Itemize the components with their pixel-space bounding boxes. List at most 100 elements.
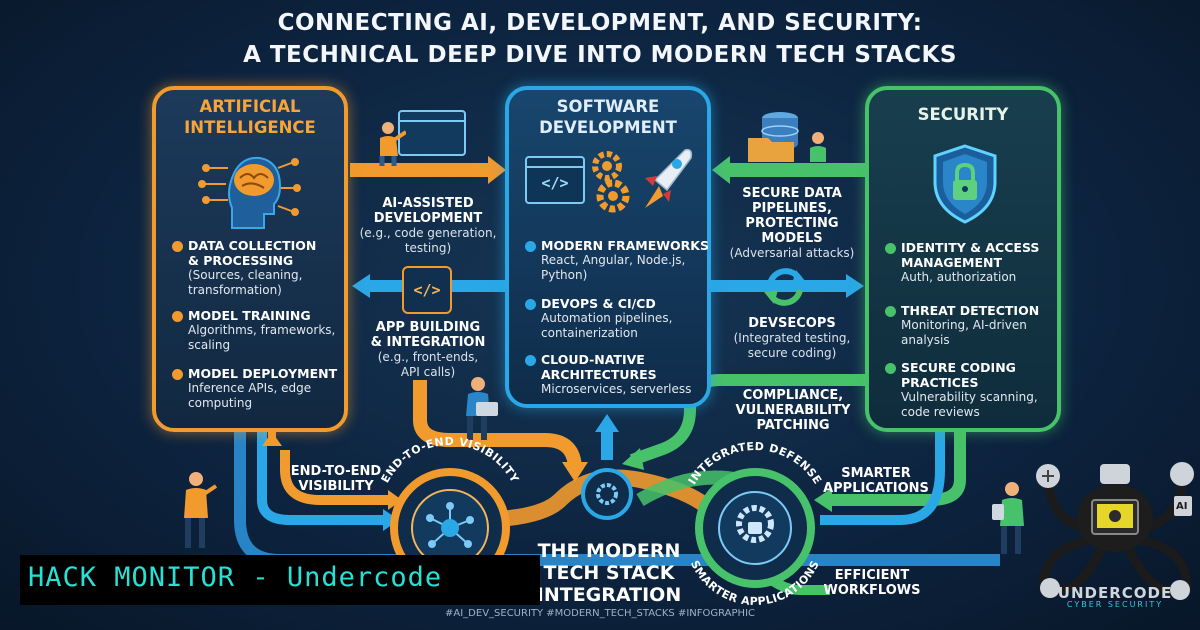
center-title-line: INTEGRATION [536, 584, 682, 606]
label-heading: EFFICIENT [834, 568, 910, 583]
label-smarter-applications: SMARTER APPLICATIONS [822, 466, 930, 496]
database-folder-icon [748, 112, 826, 162]
page-title-line1: CONNECTING AI, DEVELOPMENT, AND SECURITY… [277, 10, 923, 36]
label-desc: (e.g., front-ends, [377, 350, 479, 364]
undercode-octopus-logo [1036, 462, 1194, 600]
label-heading: PATCHING [756, 418, 830, 433]
logo-ai-badge: AI [1176, 501, 1188, 512]
sec-item-desc: code reviews [901, 405, 980, 419]
bullet-dot [525, 355, 536, 366]
sec-item-heading: MANAGEMENT [901, 255, 1003, 270]
label-heading: COMPLIANCE, [742, 388, 844, 403]
sd-item-desc: Python) [541, 268, 588, 282]
panel-security: SECURITY IDENTITY & ACCESS MANAGEMENT Au… [865, 86, 1061, 432]
person-laptop-icon [466, 377, 498, 440]
panel-title-ai-line1: ARTIFICIAL [199, 97, 301, 116]
panel-title-ai-line2: INTELLIGENCE [184, 118, 316, 137]
label-heading: PIPELINES, [752, 201, 832, 216]
bullet-dot [172, 241, 183, 252]
bullet-dot [885, 243, 896, 254]
ai-item-desc: scaling [188, 338, 231, 352]
sd-item-desc: Automation pipelines, [541, 311, 673, 325]
page-title-line2: A TECHNICAL DEEP DIVE INTO MODERN TECH S… [243, 42, 957, 68]
person-tablet-icon [992, 482, 1024, 554]
label-desc: testing) [404, 241, 452, 255]
gears-icon [592, 151, 630, 213]
label-app-building-integration: APP BUILDING & INTEGRATION (e.g., front-… [356, 320, 500, 380]
panel-software-development: SOFTWARE DEVELOPMENT </> MODERN FRAMEWOR… [505, 86, 711, 408]
logo-name: UNDERCODE [1057, 584, 1173, 602]
label-devsecops: DEVSECOPS (Integrated testing, secure co… [718, 316, 866, 361]
sec-item-desc: Monitoring, AI-driven [901, 318, 1027, 332]
label-heading: END-TO-END [290, 464, 382, 479]
label-heading: & INTEGRATION [370, 335, 486, 350]
sd-item-frameworks: MODERN FRAMEWORKS React, Angular, Node.j… [541, 238, 711, 283]
label-heading: WORKFLOWS [823, 583, 921, 598]
sd-item-heading: ARCHITECTURES [541, 367, 657, 382]
ai-item-heading: & PROCESSING [188, 253, 294, 268]
hashtags: #AI_DEV_SECURITY #MODERN_TECH_STACKS #IN… [445, 608, 755, 619]
rocket-icon [645, 148, 693, 208]
center-integration-title: THE MODERN TECH STACK INTEGRATION [504, 540, 714, 606]
label-heading: SECURE DATA [742, 186, 842, 201]
person-pointing-icon [379, 122, 406, 166]
center-title-line: THE MODERN [537, 540, 681, 562]
sd-item-heading: DEVOPS & CI/CD [541, 296, 656, 311]
label-heading: DEVSECOPS [748, 316, 836, 331]
sec-item-threat-detection: THREAT DETECTION Monitoring, AI-driven a… [901, 303, 1063, 348]
code-glyph: </> [541, 174, 569, 192]
label-heading: PROTECTING MODELS [745, 216, 839, 246]
panel-title-sd: SOFTWARE DEVELOPMENT [509, 96, 707, 138]
ai-item-desc: computing [188, 396, 253, 410]
ai-item-desc: transformation) [188, 283, 282, 297]
brain-head-icon [198, 156, 301, 229]
panel-title-ai: ARTIFICIAL INTELLIGENCE [156, 96, 344, 138]
label-desc: (Integrated testing, [733, 331, 851, 345]
label-end-to-end-visibility: END-TO-END VISIBILITY [286, 464, 386, 494]
sec-item-secure-coding: SECURE CODING PRACTICES Vulnerability sc… [901, 360, 1063, 420]
ai-item-heading: MODEL TRAINING [188, 308, 311, 323]
sd-item-desc: Microservices, serverless [541, 382, 692, 396]
label-secure-data-pipelines: SECURE DATA PIPELINES, PROTECTING MODELS… [718, 186, 866, 261]
ai-item-heading: MODEL DEPLOYMENT [188, 366, 338, 381]
label-compliance: COMPLIANCE, VULNERABILITY PATCHING [722, 388, 864, 433]
sd-item-heading: MODERN FRAMEWORKS [541, 238, 709, 253]
label-efficient-workflows: EFFICIENT WORKFLOWS [822, 568, 922, 598]
watermark-banner: HACK MONITOR - Undercode [20, 555, 540, 605]
person-left-icon [184, 472, 218, 548]
ai-item-desc: (Sources, cleaning, [188, 268, 303, 282]
sec-item-heading: THREAT DETECTION [901, 303, 1040, 318]
center-gear-hub [581, 468, 633, 520]
refresh-cycle-icon [764, 268, 806, 306]
ai-item-model-deployment: MODEL DEPLOYMENT Inference APIs, edge co… [188, 366, 350, 411]
ai-item-desc: Algorithms, frameworks, [188, 323, 336, 337]
shield-lock-icon [933, 144, 997, 224]
label-desc: secure coding) [747, 346, 837, 360]
label-heading: SMARTER [841, 466, 911, 481]
ai-item-data-collection: DATA COLLECTION & PROCESSING (Sources, c… [188, 238, 348, 298]
sd-item-desc: React, Angular, Node.js, [541, 253, 686, 267]
sec-item-desc: Vulnerability scanning, [901, 390, 1038, 404]
sd-item-desc: containerization [541, 326, 638, 340]
banner-text: HACK MONITOR - Undercode [28, 562, 443, 593]
code-window-icon: </> [525, 156, 585, 204]
bullet-dot [172, 369, 183, 380]
panel-artificial-intelligence: ARTIFICIAL INTELLIGENCE DATA COLLECTION … [152, 86, 348, 432]
app-code-icon: </> [402, 266, 452, 314]
code-glyph: </> [413, 281, 441, 299]
sec-item-desc: analysis [901, 333, 950, 347]
label-heading: APPLICATIONS [823, 481, 929, 496]
bullet-dot [525, 241, 536, 252]
label-heading: AI-ASSISTED [382, 196, 474, 211]
label-heading: APP BUILDING [375, 320, 481, 335]
developer-screen-icon [398, 110, 466, 156]
center-title-line: TECH STACK [543, 562, 675, 584]
label-desc: API calls) [400, 365, 456, 379]
bullet-dot [885, 306, 896, 317]
panel-title-sd-line1: SOFTWARE [556, 97, 660, 116]
ai-item-desc: Inference APIs, edge [188, 381, 312, 395]
sec-item-iam: IDENTITY & ACCESS MANAGEMENT Auth, autho… [901, 240, 1063, 285]
sec-item-heading: SECURE CODING [901, 360, 1016, 375]
ai-item-heading: DATA COLLECTION [188, 238, 317, 253]
